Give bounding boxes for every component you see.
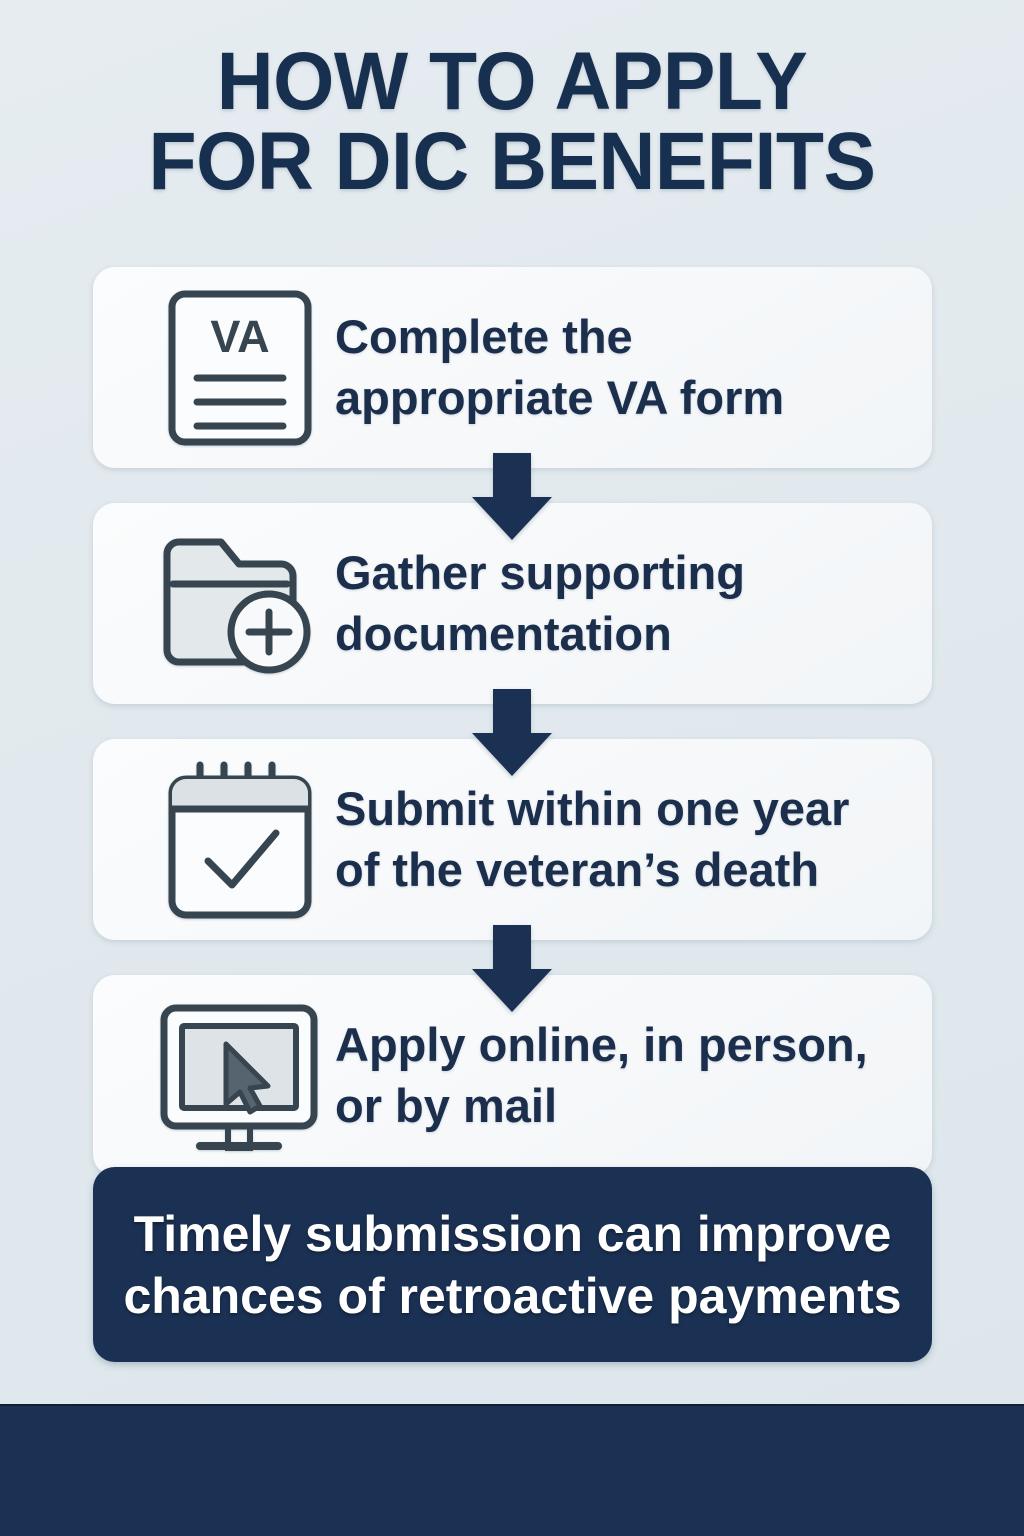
monitor-cursor-icon	[155, 991, 325, 1161]
step-card-3-text: Submit within one year of the veteran’s …	[335, 782, 850, 896]
step-card-2-text: Gather supporting documentation	[335, 546, 745, 660]
step-card-3[interactable]: Submit within one year of the veteran’s …	[93, 739, 932, 940]
va-form-document-icon: VA	[155, 283, 325, 453]
steps-list: VA Complete the appropriate VA form Gath…	[93, 267, 932, 1176]
page-title: HOW TO APPLY FOR DIC BENEFITS	[0, 36, 1024, 208]
step-card-2[interactable]: Gather supporting documentation	[93, 503, 932, 704]
folder-add-icon	[155, 519, 325, 689]
highlight-banner: Timely submission can improve chances of…	[93, 1167, 932, 1362]
step-card-4[interactable]: Apply online, in person, or by mail	[93, 975, 932, 1176]
step-card-4-text: Apply online, in person, or by mail	[335, 1018, 868, 1132]
page-title-line-2: FOR DIC BENEFITS	[148, 116, 876, 208]
page-title-line-1: HOW TO APPLY	[216, 36, 808, 127]
highlight-banner-text: Timely submission can improve chances of…	[123, 1205, 902, 1324]
va-icon-label: VA	[210, 311, 269, 362]
step-card-1-text: Complete the appropriate VA form	[335, 310, 785, 424]
footer-bar	[0, 1404, 1024, 1536]
step-card-1[interactable]: VA Complete the appropriate VA form	[93, 267, 932, 468]
calendar-check-icon	[155, 755, 325, 925]
